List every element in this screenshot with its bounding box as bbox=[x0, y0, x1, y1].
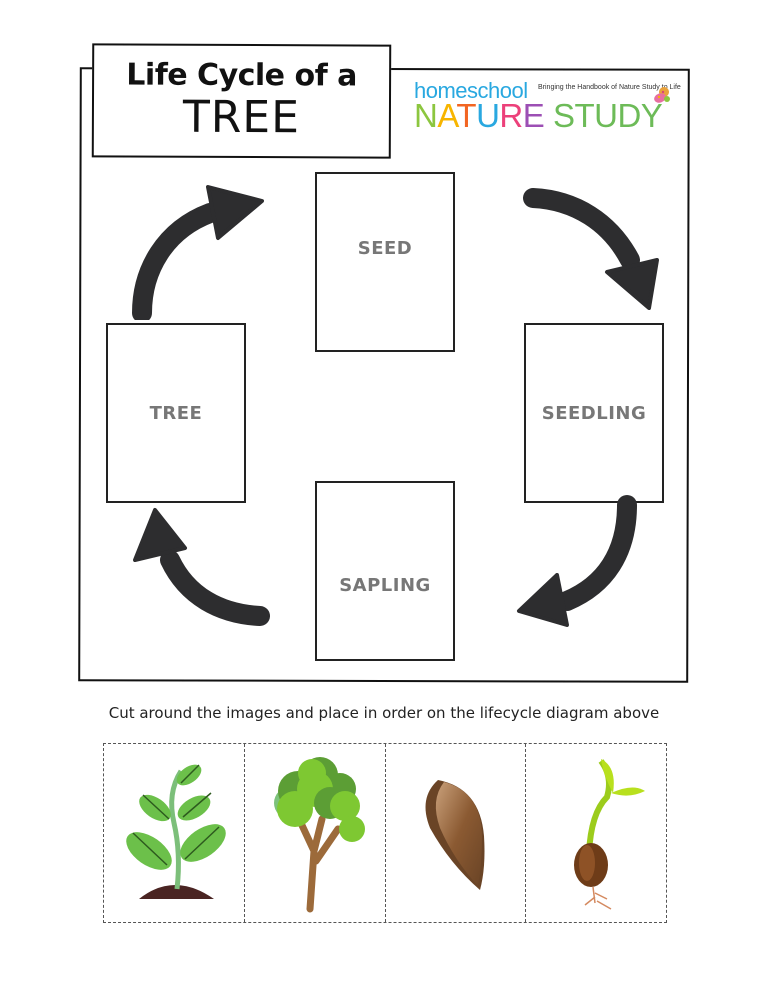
stage-label: SEED bbox=[357, 238, 413, 259]
tree-icon bbox=[273, 756, 365, 912]
cutout-strip bbox=[103, 743, 667, 923]
cutout-seedling[interactable] bbox=[526, 744, 666, 922]
title-line-1: Life Cycle of a bbox=[126, 57, 357, 94]
stage-label: TREE bbox=[149, 402, 203, 424]
stage-box-seedling: SEEDLING bbox=[524, 323, 664, 503]
cutout-seed[interactable] bbox=[386, 744, 527, 922]
logo-letter: A bbox=[437, 97, 457, 134]
stage-box-sapling: SAPLING bbox=[315, 481, 455, 661]
seed-icon bbox=[425, 780, 485, 890]
logo-letter: T bbox=[456, 97, 477, 134]
logo-homeschool-text: homeschool bbox=[414, 78, 528, 103]
logo-study-word: STUDY bbox=[552, 97, 663, 134]
logo-tagline: Bringing the Handbook of Nature Study to… bbox=[538, 84, 681, 91]
homeschool-nature-study-logo: homeschool NATURE STUDY Bringing the Han… bbox=[414, 80, 684, 140]
logo-letter: U bbox=[476, 97, 500, 134]
butterfly-icon bbox=[654, 87, 670, 103]
sapling-plant-icon bbox=[126, 764, 226, 899]
stage-label: SAPLING bbox=[339, 575, 431, 596]
stage-box-seed: SEED bbox=[315, 172, 455, 352]
cutout-sapling[interactable] bbox=[104, 744, 245, 922]
curved-arrow-icon bbox=[523, 188, 659, 310]
seedling-sprout-icon bbox=[574, 759, 646, 910]
logo-nature-study-text: NATURE STUDY bbox=[414, 97, 663, 134]
instruction-text: Cut around the images and place in order… bbox=[108, 704, 660, 722]
title-box: Life Cycle of a TREE bbox=[91, 43, 392, 159]
stage-label: SEEDLING bbox=[541, 402, 647, 424]
logo-letter: R bbox=[499, 97, 523, 134]
logo-letter: E bbox=[522, 97, 545, 134]
curved-arrow-icon bbox=[132, 185, 264, 320]
logo-letter: N bbox=[414, 97, 438, 134]
title-line-2: TREE bbox=[182, 91, 301, 144]
stage-box-tree: TREE bbox=[106, 323, 246, 503]
curved-arrow-icon bbox=[517, 495, 637, 627]
cutout-tree[interactable] bbox=[245, 744, 386, 922]
curved-arrow-icon bbox=[133, 508, 270, 626]
